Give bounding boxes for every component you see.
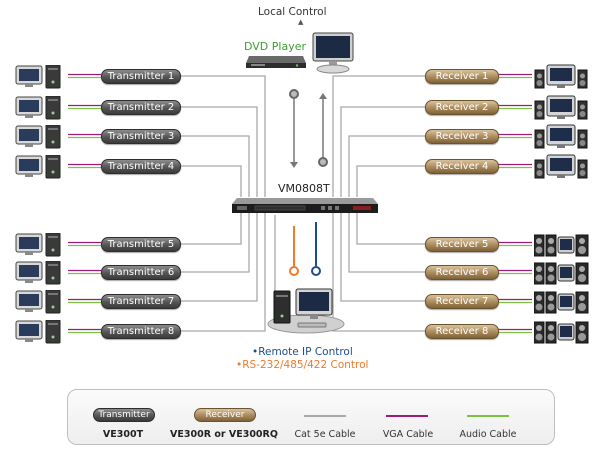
legend-cat5e-line (304, 415, 346, 417)
monitor-speakers-icon (534, 154, 590, 180)
receiver-pill: Receiver 8 (425, 324, 499, 339)
legend-audio-label: Audio Cable (459, 429, 517, 440)
legend-vga-label: VGA Cable (382, 429, 434, 440)
ip-bullet-icon: • (252, 346, 259, 358)
cat5e-cable-tx-2 (179, 106, 258, 197)
cat5e-cable-rx-6 (348, 211, 425, 273)
tv-speakers-icon (533, 260, 590, 286)
up-arrow-icon (319, 93, 327, 99)
workstation-icon (264, 283, 346, 335)
local-control-label: Local Control (258, 6, 327, 18)
cat5e-cable-tx-5 (179, 211, 242, 245)
transmitter-pill: Transmitter 7 (101, 294, 181, 309)
legend-transmitter-model: VE300T (102, 429, 144, 440)
transmitter-pill: Transmitter 5 (101, 237, 181, 252)
cat5e-cable-tx-4 (179, 165, 242, 197)
matrix-switch-icon (231, 197, 379, 214)
legend-audio-line (467, 415, 509, 417)
local-control-arrow: ▲ (298, 18, 304, 26)
transmitter-pill: Transmitter 6 (101, 265, 181, 280)
receiver-pill: Receiver 1 (425, 69, 499, 84)
transmitter-pill: Transmitter 4 (101, 159, 181, 174)
cat5e-cable-tx-1 (179, 75, 266, 197)
computer-icon (14, 124, 66, 149)
legend: Transmitter VE300T Receiver VE300R or VE… (67, 389, 555, 445)
tv-speakers-icon (533, 289, 590, 315)
cat5e-cable-rx-7 (340, 211, 425, 302)
receiver-pill: Receiver 5 (425, 237, 499, 252)
computer-icon (14, 232, 66, 257)
local-control-connector-b (318, 157, 328, 167)
transmitter-pill: Transmitter 8 (101, 324, 181, 339)
transmitter-pill: Transmitter 2 (101, 100, 181, 115)
legend-receiver-model: VE300R or VE300RQ (170, 429, 278, 440)
monitor-speakers-icon (534, 64, 590, 90)
legend-receiver-pill: Receiver (194, 408, 256, 422)
cat5e-cable-rx-4 (356, 165, 425, 197)
cat5e-cable-tx-6 (179, 211, 250, 273)
computer-icon (14, 260, 66, 285)
computer-icon (14, 95, 66, 120)
tv-speakers-icon (533, 232, 590, 258)
remote-ip-control-label: •Remote IP Control (252, 346, 353, 358)
legend-transmitter-pill: Transmitter (93, 408, 155, 422)
tv-speakers-icon (533, 319, 590, 345)
cat5e-cable-tx-3 (179, 135, 250, 197)
serial-bullet-icon: • (236, 359, 243, 371)
computer-icon (14, 64, 66, 89)
legend-cat5e-label: Cat 5e Cable (294, 429, 356, 440)
receiver-pill: Receiver 4 (425, 159, 499, 174)
cat5e-cable-rx-2 (340, 106, 425, 197)
monitor-icon (311, 31, 355, 75)
cat5e-cable-rx-3 (348, 135, 425, 197)
monitor-speakers-icon (534, 124, 590, 150)
dvd-player-label: DVD Player (244, 40, 306, 53)
computer-icon (14, 319, 66, 344)
computer-icon (14, 289, 66, 314)
receiver-pill: Receiver 3 (425, 129, 499, 144)
cat5e-cable-rx-8 (332, 211, 425, 332)
receiver-pill: Receiver 7 (425, 294, 499, 309)
serial-connector (289, 266, 299, 276)
remote-ip-control-text: Remote IP Control (258, 346, 353, 358)
switch-name-label: VM0808T (278, 182, 330, 195)
ip-connector (311, 266, 321, 276)
serial-control-label: •RS-232/485/422 Control (236, 359, 368, 371)
dvd-player-icon (245, 53, 307, 69)
cat5e-cable-tx-7 (179, 211, 258, 302)
cat5e-cable-tx-8 (179, 211, 266, 332)
receiver-pill: Receiver 6 (425, 265, 499, 280)
monitor-speakers-icon (534, 95, 590, 121)
computer-icon (14, 154, 66, 179)
transmitter-pill: Transmitter 1 (101, 69, 181, 84)
cat5e-cable-rx-5 (356, 211, 425, 245)
serial-control-text: RS-232/485/422 Control (242, 359, 369, 371)
legend-vga-line (386, 415, 428, 417)
receiver-pill: Receiver 2 (425, 100, 499, 115)
down-arrow-icon (290, 162, 298, 168)
transmitter-pill: Transmitter 3 (101, 129, 181, 144)
local-control-connector-a (289, 89, 299, 99)
cat5e-cable-rx-1 (332, 75, 425, 197)
